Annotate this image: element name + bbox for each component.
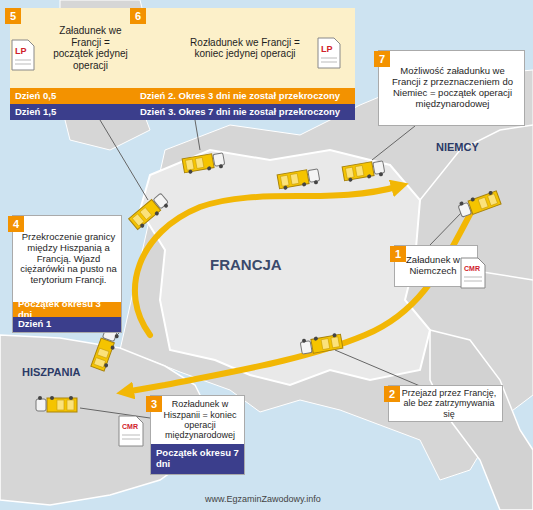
truck — [91, 328, 120, 372]
callout-text: Przekroczenie granicy między Hiszpanią a… — [19, 232, 118, 287]
callout-number: 1 — [390, 246, 406, 262]
period-band: Dzień 0,5 — [10, 88, 135, 104]
callout-text-area: Załadunek w Niemczech — [403, 246, 463, 286]
callout-text-area: Rozładunek we Francji = koniec jedynej o… — [185, 8, 305, 88]
truck — [36, 396, 77, 412]
document-lines — [122, 435, 140, 439]
band-text: Początek okresu 7 dni — [151, 448, 244, 470]
callout-text: Rozładunek w Hiszpanii = koniec operacji… — [159, 399, 241, 440]
callout-box: Rozładunek w Hiszpanii = koniec operacji… — [150, 395, 245, 475]
country-label: NIEMCY — [436, 141, 479, 153]
callout-text-area: Możliwość załadunku we Francji z przezna… — [385, 51, 520, 125]
band-text: Dzień 2. Okres 3 dni nie został przekroc… — [135, 91, 345, 102]
leader-line — [335, 350, 420, 386]
document-label: CMR — [464, 265, 480, 272]
document-icon — [119, 416, 143, 446]
band-text: Dzień 3. Okres 7 dni nie został przekroc… — [135, 107, 345, 118]
leader-line — [195, 120, 200, 150]
document-lines — [321, 58, 337, 62]
document-page — [119, 416, 143, 446]
callout-text: Rozładunek we Francji = koniec jedynej o… — [185, 37, 305, 60]
truck — [129, 192, 171, 231]
callout-number: 5 — [5, 8, 21, 24]
callout-text-area: Rozładunek w Hiszpanii = koniec operacji… — [159, 396, 241, 444]
truck — [457, 189, 501, 218]
document-label: CMR — [122, 423, 138, 430]
watermark: www.EgzaminZawodowy.info — [205, 494, 321, 504]
callout-box: Przekroczenie granicy między Hiszpanią a… — [12, 215, 122, 333]
document-lines — [464, 277, 482, 281]
callout-number: 2 — [384, 386, 400, 402]
callout-text-area: Przekroczenie granicy między Hiszpanią a… — [19, 216, 118, 302]
document-page — [12, 40, 34, 70]
truck — [300, 332, 343, 355]
document-page — [318, 38, 340, 68]
callout-number: 3 — [146, 396, 162, 412]
callout-text: Możliwość załadunku we Francji z przezna… — [385, 66, 520, 110]
period-band: Początek okresu 7 dni — [151, 444, 244, 474]
truck — [182, 152, 225, 175]
band-text: Dzień 0,5 — [10, 91, 61, 102]
period-band: Dzień 3. Okres 7 dni nie został przekroc… — [135, 104, 355, 120]
callout-text: Załadunek we Francji = początek jedynej … — [50, 25, 131, 71]
document-icon — [12, 40, 34, 70]
callout-box: Możliwość załadunku we Francji z przezna… — [378, 50, 525, 126]
route-arrow — [125, 205, 475, 392]
period-band: Początek okresu 3 dni — [13, 302, 121, 317]
callout-number: 6 — [130, 8, 146, 24]
country-label: FRANCJA — [210, 256, 282, 273]
land — [120, 70, 533, 480]
leader-line — [372, 126, 415, 160]
leader-line — [80, 408, 150, 418]
callout-box: Przejazd przez Francję, ale bez zatrzymy… — [388, 385, 503, 422]
france-land — [140, 150, 430, 385]
callout-number: 4 — [8, 216, 24, 232]
document-lines — [15, 60, 31, 64]
country-label: HISZPANIA — [22, 366, 80, 378]
document-page — [461, 258, 485, 288]
document-label: LP — [15, 46, 27, 56]
document-icon — [461, 258, 485, 288]
callout-text-area: Przejazd przez Francję, ale bez zatrzymy… — [399, 386, 499, 421]
band-text: Dzień 1,5 — [10, 107, 61, 118]
route-arrow — [135, 186, 400, 335]
period-band: Dzień 1,5 — [10, 104, 135, 120]
band-text: Dzień 1 — [13, 319, 56, 330]
document-label: LP — [321, 44, 333, 54]
truck — [277, 168, 320, 191]
callout-text: Przejazd przez Francję, ale bez zatrzymy… — [399, 388, 499, 419]
period-band: Dzień 2. Okres 3 dni nie został przekroc… — [135, 88, 355, 104]
leader-line — [100, 120, 148, 200]
period-band: Dzień 1 — [13, 317, 121, 332]
callout-text-area: Załadunek we Francji = początek jedynej … — [50, 8, 131, 88]
document-icon — [318, 38, 340, 68]
truck — [342, 160, 385, 183]
country-border — [420, 125, 533, 200]
callout-text: Załadunek w Niemczech — [403, 255, 463, 277]
leader-line — [430, 212, 462, 245]
callout-number: 7 — [374, 51, 390, 67]
